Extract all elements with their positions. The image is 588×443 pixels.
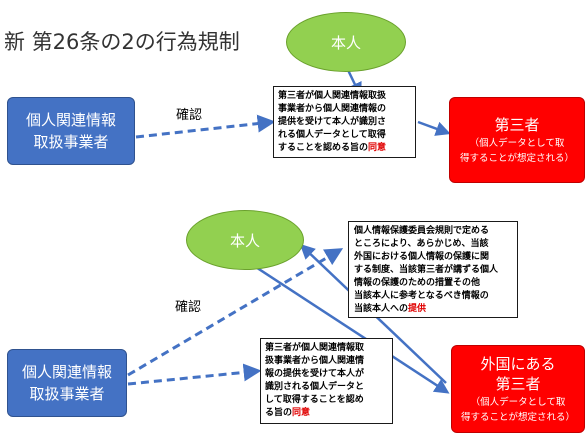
bottom-third-party-label-line2: 第三者 [495, 375, 541, 393]
top-business-label-line1: 個人関連情報 [25, 111, 116, 129]
bottom-business-box: 個人関連情報 取扱事業者 [7, 349, 127, 417]
bottom-third-party-note-line2: 得することが想定される） [460, 412, 575, 423]
page-title: 新 第26条の2の行為規制 [4, 30, 240, 54]
bottom-info-note: 個人情報保護委員会規則で定める ところにより、あらかじめ、当該 外国における個人… [348, 221, 518, 318]
top-business-label-line2: 取扱事業者 [33, 133, 109, 151]
top-confirm-label: 確認 [176, 108, 203, 123]
bottom-business-label-line2: 取扱事業者 [29, 385, 105, 403]
top-business-box: 個人関連情報 取扱事業者 [7, 97, 135, 165]
bottom-confirm-arrow-lower [127, 363, 262, 386]
bottom-third-party-box: 外国にある 第三者 （個人データとして取 得することが想定される） [451, 345, 585, 433]
top-third-party-label: 第三者 [494, 116, 540, 134]
top-third-party-note-line1: （個人データとして取 [469, 138, 565, 149]
bottom-third-party-label-line1: 外国にある [480, 355, 556, 373]
top-consent-emph: 同意 [368, 143, 387, 153]
top-confirm-arrow [135, 114, 276, 139]
top-third-party-note-line2: 得することが想定される） [459, 153, 574, 164]
top-third-party-box: 第三者 （個人データとして取 得することが想定される） [449, 97, 585, 183]
top-person-label: 本人 [330, 33, 361, 52]
bottom-business-label-line1: 個人関連情報 [21, 363, 112, 381]
bottom-person-ellipse: 本人 [186, 210, 304, 270]
bottom-person-to-third-arrow [241, 256, 450, 394]
top-consent-note: 第三者が個人関連情報取扱 事業者から個人関連情報の 提供を受けて本人が識別さ れ… [273, 86, 416, 158]
bottom-third-party-note-line1: （個人データとして取 [470, 397, 566, 408]
top-person-ellipse: 本人 [286, 12, 406, 72]
bottom-confirm-label: 確認 [175, 300, 202, 315]
top-note-to-third-arrow [417, 120, 451, 136]
bottom-info-emph: 提供 [408, 304, 427, 314]
bottom-consent-note: 第三者が個人関連情報取 扱事業者から個人関連情 報の提供を受けて本人が 識別され… [260, 338, 393, 424]
bottom-consent-emph: 同意 [292, 408, 311, 418]
bottom-person-label: 本人 [229, 231, 260, 250]
bottom-confirm-arrow-upper [127, 248, 344, 377]
